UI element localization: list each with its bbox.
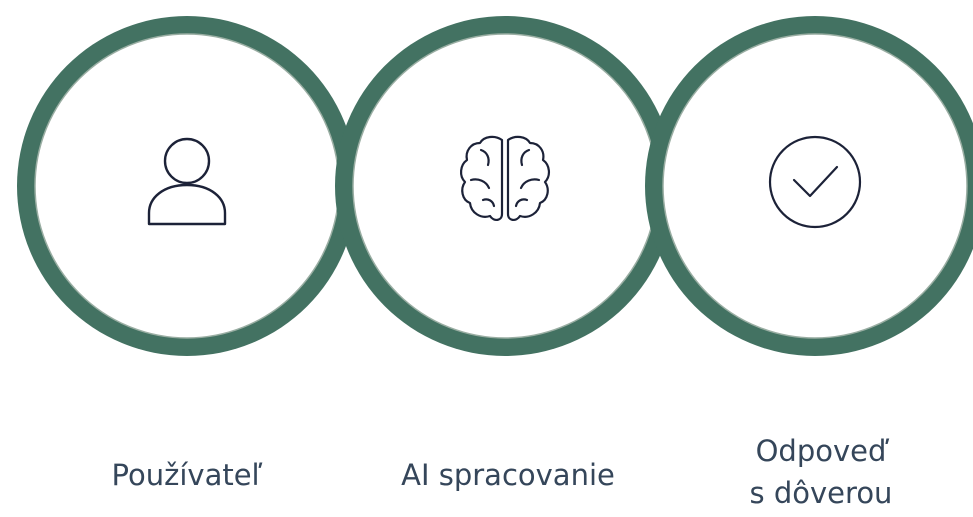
step-1-label: Používateľ [57, 454, 317, 496]
step-2-ring [335, 16, 711, 356]
step-3-label: Odpoveď s dôverou [691, 430, 951, 514]
user-icon [147, 137, 227, 226]
step-2-label: AI spracovanie [378, 454, 638, 496]
check-circle-icon [768, 135, 862, 229]
step-3-label-line-2: s dôverou [749, 476, 893, 510]
step-1-label-line-1: Používateľ [111, 458, 263, 492]
step-2-label-line-1: AI spracovanie [401, 458, 615, 492]
brain-icon [460, 135, 550, 221]
step-3-label-line-1: Odpoveď [755, 434, 887, 468]
step-3-ring [645, 16, 973, 356]
